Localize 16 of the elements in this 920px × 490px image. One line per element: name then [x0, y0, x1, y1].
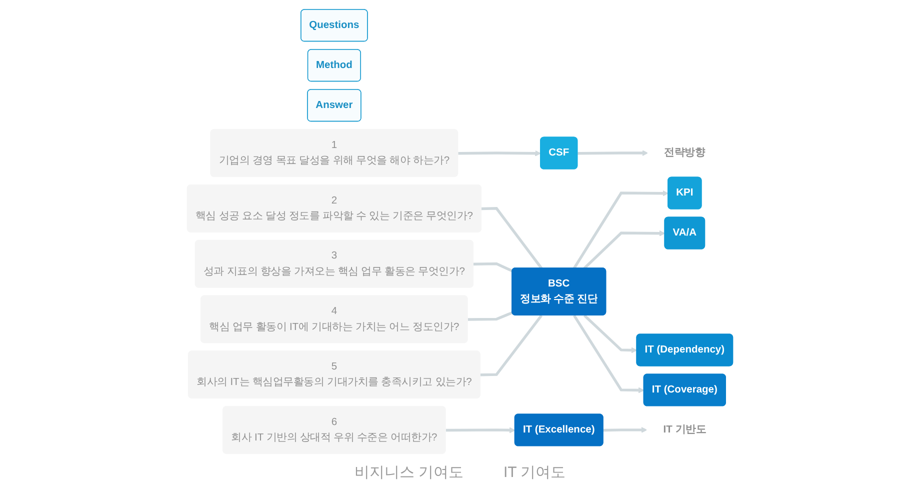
group-label: IT 기여도: [503, 463, 566, 482]
arrow: [572, 190, 669, 269]
arrow: [446, 427, 516, 434]
node-text: IT 기반도: [663, 424, 706, 436]
connector: [473, 262, 513, 272]
connector: [480, 314, 543, 376]
node-text: 전략방향: [664, 146, 706, 158]
arrow: [603, 426, 648, 433]
group-label: 비지니스 기여도: [354, 463, 464, 482]
arrow: [578, 150, 648, 156]
arrow: [583, 314, 638, 354]
arrow: [572, 314, 644, 394]
arrow: [458, 150, 541, 156]
connector: [481, 207, 543, 270]
arrow: [583, 230, 666, 270]
connector: [468, 311, 513, 321]
